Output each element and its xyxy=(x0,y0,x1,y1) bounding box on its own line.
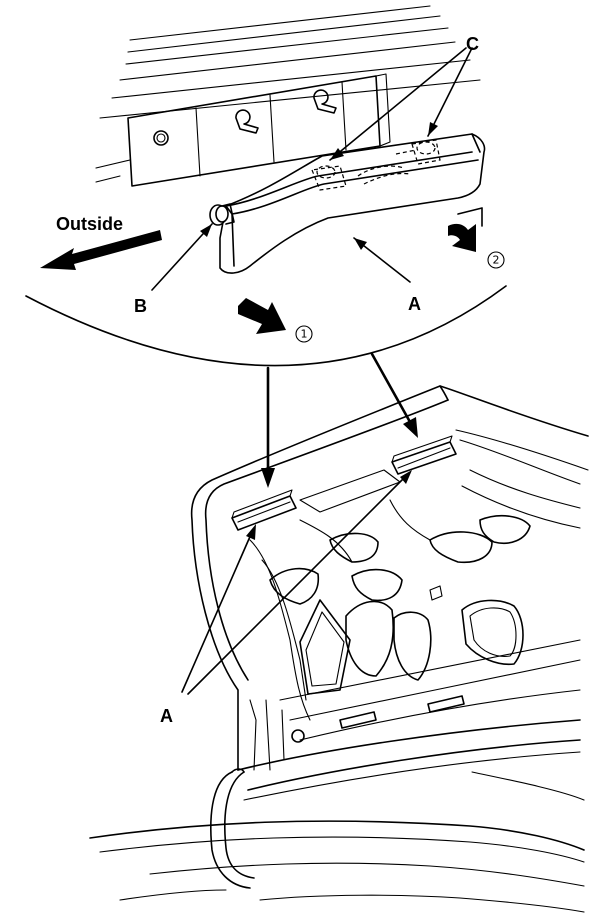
frame-slot xyxy=(427,695,465,713)
hidden-clip-outline xyxy=(311,165,347,191)
lid-lower-edge xyxy=(237,719,581,801)
direction-arrow-1 xyxy=(238,298,286,334)
frame-cutout xyxy=(461,599,524,666)
hidden-clip-outline xyxy=(411,139,441,165)
part-b-label: B xyxy=(134,296,147,316)
keyhole-slot xyxy=(235,109,259,134)
keyhole-slot xyxy=(313,89,337,114)
outside-label: Outside xyxy=(56,214,123,234)
trunk-lid-outline xyxy=(190,385,589,771)
frame-hole xyxy=(291,729,305,743)
leader-lines-c xyxy=(329,47,473,161)
part-c-label: C xyxy=(466,34,479,54)
frame-cutout xyxy=(269,567,320,605)
pin-b xyxy=(209,203,235,226)
detail-boundary-arc xyxy=(25,285,507,367)
frame-slot xyxy=(339,711,377,729)
step-2-marker: 2 xyxy=(487,251,505,269)
direction-arrow-2 xyxy=(448,207,483,252)
frame-cutout xyxy=(329,532,379,563)
detail-view: Outside A B C 1 2 xyxy=(25,5,507,367)
stopper-part xyxy=(209,133,486,274)
step-1-marker: 1 xyxy=(295,325,313,343)
svg-text:2: 2 xyxy=(493,254,500,267)
frame-cutout xyxy=(345,600,395,677)
bracket-hole xyxy=(153,130,169,146)
svg-text:1: 1 xyxy=(301,328,308,341)
frame-cutout xyxy=(299,599,351,695)
hinge-arm xyxy=(210,768,255,889)
part-a-bottom-label: A xyxy=(160,706,173,726)
frame-cutout xyxy=(351,568,403,602)
connection-arrows xyxy=(261,352,418,488)
frame-cutout xyxy=(393,611,432,681)
leader-line-b xyxy=(151,223,213,291)
inner-frame xyxy=(249,429,589,771)
bumper-pad-right xyxy=(391,435,457,475)
outside-arrow[interactable] xyxy=(40,230,162,270)
trunk-lid-view: A xyxy=(89,385,589,913)
frame-cutout xyxy=(479,514,531,544)
leader-lines-a-bottom xyxy=(181,470,412,695)
bumper-pad-left xyxy=(231,489,297,531)
frame-cutout xyxy=(429,531,493,564)
body-lines xyxy=(89,771,585,913)
mounting-bracket xyxy=(127,73,391,187)
leader-line-a-top xyxy=(353,237,411,283)
part-a-label: A xyxy=(408,294,421,314)
